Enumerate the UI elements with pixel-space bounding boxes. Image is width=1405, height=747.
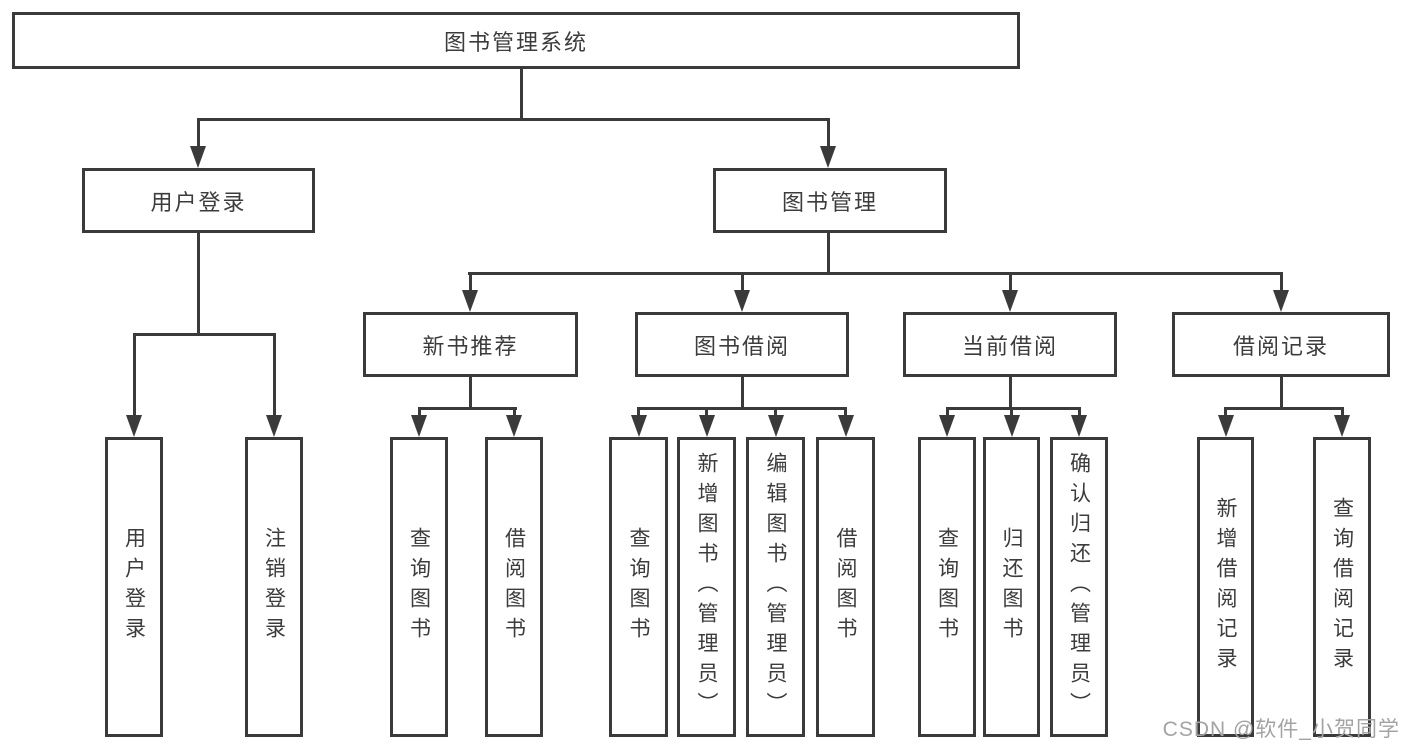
arrow-into-leaf-query-books-c (945, 407, 949, 415)
connector-book-borrow-stem (740, 377, 744, 410)
leaf-confirm-return-admin: 确认归还（管理员） (1050, 437, 1108, 737)
connector-new-book-recommend-stem (468, 377, 472, 410)
arrow-into-current-borrow (1008, 272, 1012, 290)
arrow-into-book-management (826, 118, 830, 146)
arrow-into-leaf-return-books (1010, 407, 1013, 415)
arrow-into-leaf-borrow-books-a (512, 407, 516, 415)
connector-book-management-stem (827, 233, 830, 275)
leaf-add-borrow-record: 新增借阅记录 (1197, 437, 1254, 737)
connector-root-stem (520, 68, 523, 118)
connector-level2-rail (468, 272, 1283, 275)
arrow-into-new-book-recommend (468, 272, 472, 290)
arrow-into-leaf-user-login (132, 333, 136, 415)
node-borrow-records: 借阅记录 (1172, 312, 1390, 377)
arrow-into-leaf-edit-books (774, 407, 777, 415)
leaf-query-books-a: 查询图书 (390, 437, 448, 737)
leaf-logout: 注销登录 (245, 437, 303, 737)
connector-user-login-stem (196, 233, 200, 333)
connector-book-borrow-rail (637, 407, 847, 410)
connector-current-borrow-stem (1008, 377, 1012, 410)
node-user-login: 用户登录 (82, 168, 315, 233)
leaf-user-login: 用户登录 (105, 437, 163, 737)
arrow-into-leaf-add-books (705, 407, 708, 415)
leaf-borrow-books-a: 借阅图书 (485, 437, 543, 737)
arrow-into-leaf-logout (272, 333, 276, 415)
node-book-borrow: 图书借阅 (635, 312, 849, 377)
arrow-into-leaf-query-books-b (637, 407, 640, 415)
arrow-into-leaf-borrow-books-b (844, 407, 847, 415)
arrow-into-book-borrow (740, 272, 744, 290)
arrow-into-leaf-query-books-a (417, 407, 421, 415)
arrow-into-leaf-confirm-return (1077, 407, 1081, 415)
leaf-query-books-b: 查询图书 (609, 437, 668, 737)
leaf-return-books: 归还图书 (983, 437, 1040, 737)
arrow-into-leaf-add-borrow-record (1224, 407, 1227, 415)
node-book-management: 图书管理 (713, 168, 947, 233)
arrow-into-user-login (196, 118, 200, 146)
leaf-add-books-admin: 新增图书（管理员） (677, 437, 736, 737)
node-current-borrow: 当前借阅 (903, 312, 1117, 377)
csdn-watermark: CSDN @软件_小贺同学 (1162, 718, 1400, 741)
connector-level1-rail (197, 118, 830, 121)
connector-new-book-recommend-rail (417, 407, 517, 410)
node-root: 图书管理系统 (12, 12, 1020, 69)
leaf-edit-books-admin: 编辑图书（管理员） (746, 437, 805, 737)
node-new-book-recommend: 新书推荐 (363, 312, 578, 377)
leaf-query-borrow-record: 查询借阅记录 (1313, 437, 1371, 737)
connector-user-login-rail (132, 333, 276, 336)
connector-borrow-records-rail (1224, 407, 1343, 410)
arrow-into-borrow-records (1279, 272, 1283, 290)
connector-borrow-records-stem (1279, 377, 1283, 410)
leaf-borrow-books-b: 借阅图书 (816, 437, 875, 737)
arrow-into-leaf-query-borrow-record (1340, 407, 1344, 415)
leaf-query-books-c: 查询图书 (918, 437, 976, 737)
